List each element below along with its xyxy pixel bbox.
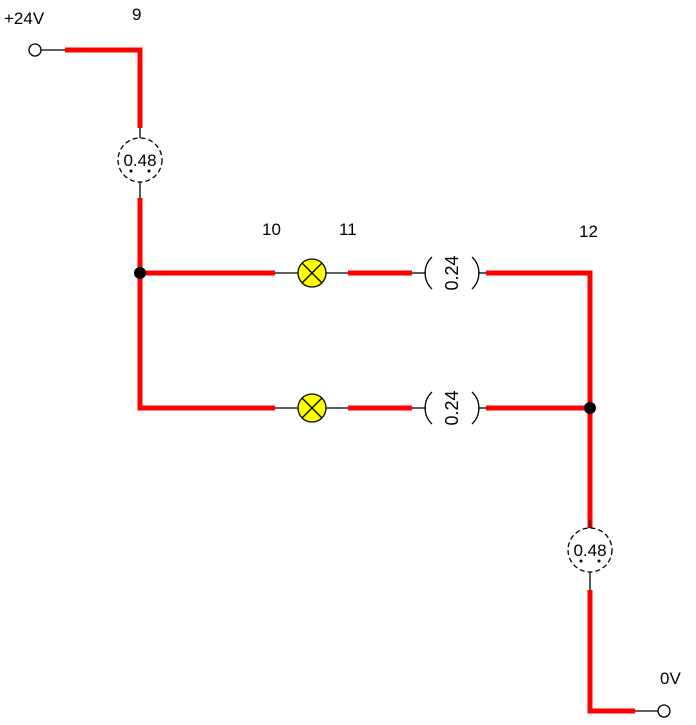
ammeter-branch-1[interactable]: 0.24 — [424, 255, 480, 291]
junction-dot — [134, 267, 146, 279]
ammeter-reading: 0.24 — [442, 390, 462, 425]
node-label-10: 10 — [262, 220, 281, 239]
terminal-label-0v: 0V — [660, 669, 681, 688]
wire-active — [587, 590, 635, 714]
ammeter-top[interactable]: 0.48 — [117, 137, 163, 183]
lamp-1[interactable] — [297, 258, 327, 288]
lamp-2[interactable] — [297, 393, 327, 423]
wire-active — [486, 270, 593, 530]
node-label-9: 9 — [132, 5, 141, 24]
terminal-label-24v: +24V — [4, 9, 45, 28]
ammeter-reading: 0.24 — [442, 255, 462, 290]
terminal-ground[interactable] — [657, 704, 671, 718]
ammeter-reading: 0.48 — [573, 541, 606, 560]
wire-active — [137, 198, 275, 411]
junction-dot — [584, 402, 596, 414]
ammeter-reading: 0.48 — [123, 151, 156, 170]
wire-active — [65, 47, 143, 128]
ammeter-branch-2[interactable]: 0.24 — [424, 390, 480, 426]
node-label-11: 11 — [339, 220, 357, 239]
node-label-12: 12 — [579, 222, 598, 241]
ammeter-bottom[interactable]: 0.48 — [567, 527, 613, 573]
terminal-positive[interactable] — [28, 43, 42, 57]
